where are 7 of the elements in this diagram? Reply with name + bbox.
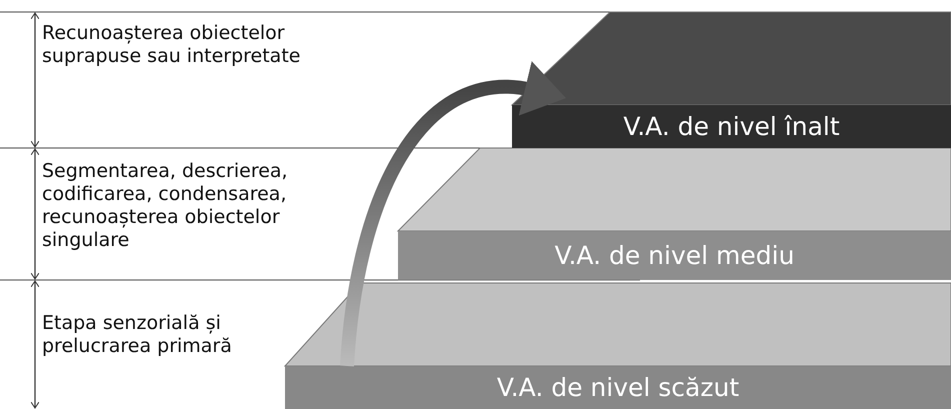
curved-arrow bbox=[340, 61, 567, 367]
level-description: Segmentarea, descrierea, codificarea, condensarea, recunoașterea obiectelor singulare bbox=[42, 160, 289, 252]
level-description: Recunoașterea obiectelor suprapuse sau interpretate bbox=[42, 22, 302, 68]
step-block: V.A. de nivel mediu bbox=[398, 231, 951, 280]
level-description: Etapa senzorială și prelucrarea primară bbox=[42, 312, 233, 358]
step-block: V.A. de nivel înalt bbox=[512, 105, 951, 148]
step-block: V.A. de nivel scăzut bbox=[285, 366, 951, 409]
